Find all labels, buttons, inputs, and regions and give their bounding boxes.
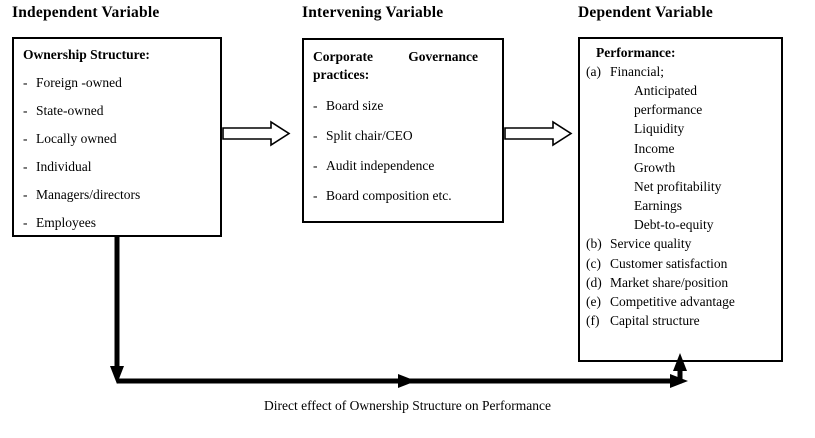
column-title-dependent: Dependent Variable xyxy=(578,4,713,21)
list-item-label: Split chair/CEO xyxy=(326,127,413,143)
intervening-item-list: - Board size - Split chair/CEO - Audit i… xyxy=(313,98,493,204)
group-letter: (e) xyxy=(586,293,601,309)
column-title-independent: Independent Variable xyxy=(12,4,160,21)
list-item: Liquidity xyxy=(634,121,685,137)
bullet-dash: - xyxy=(313,97,318,113)
group-letter: (c) xyxy=(586,255,601,271)
list-item: (c) Customer satisfaction xyxy=(586,254,775,273)
bullet-dash: - xyxy=(23,187,28,202)
list-item: - Managers/directors xyxy=(23,187,211,203)
box-intervening-variable: Corporate Governance practices: - Board … xyxy=(302,38,504,223)
independent-item-list: - Foreign -owned - State-owned - Locally… xyxy=(23,75,211,231)
group-letter: (f) xyxy=(586,313,600,329)
heading-word-corporate: Corporate xyxy=(313,49,373,64)
list-item: - Board composition etc. xyxy=(313,188,493,204)
list-item: - Board size xyxy=(313,98,493,114)
list-item: (b) Service quality xyxy=(586,234,775,253)
list-item: Net profitability xyxy=(634,178,722,194)
group-letter: (d) xyxy=(586,274,602,290)
list-item: performance xyxy=(634,102,703,118)
list-item: (a) Financial; xyxy=(586,62,775,81)
dependent-group-a: (a) Financial; xyxy=(586,62,775,81)
box-independent-heading: Ownership Structure: xyxy=(23,47,150,62)
list-item: - Individual xyxy=(23,159,211,175)
direct-effect-caption: Direct effect of Ownership Structure on … xyxy=(264,398,551,413)
list-item: Income xyxy=(634,140,675,156)
group-label: Capital structure xyxy=(610,313,700,329)
list-item-label: Board composition etc. xyxy=(326,187,452,203)
group-letter: (a) xyxy=(586,64,601,79)
list-item: - Locally owned xyxy=(23,131,211,147)
bullet-dash: - xyxy=(313,187,318,203)
arrow-intervening-to-dependent-icon xyxy=(504,120,573,147)
list-item: Anticipated xyxy=(634,83,697,99)
bullet-dash: - xyxy=(23,103,28,118)
bullet-dash: - xyxy=(23,75,28,90)
list-item: Earnings xyxy=(634,198,682,214)
heading-word-governance: Governance xyxy=(408,49,478,64)
box-independent-variable: Ownership Structure: - Foreign -owned - … xyxy=(12,37,222,237)
group-label: Service quality xyxy=(610,236,692,252)
column-title-intervening: Intervening Variable xyxy=(302,4,444,21)
bullet-dash: - xyxy=(313,127,318,143)
list-item-label: Audit independence xyxy=(326,157,435,173)
bullet-dash: - xyxy=(23,215,28,230)
arrow-independent-to-intervening-icon xyxy=(222,120,291,147)
bullet-dash: - xyxy=(23,131,28,146)
list-item-label: Managers/directors xyxy=(36,187,141,202)
box-dependent-variable: Performance: (a) Financial; Anticipated … xyxy=(578,37,783,362)
financial-metrics-list: Anticipated performance Liquidity Income… xyxy=(586,81,775,234)
list-item-label: State-owned xyxy=(36,103,104,118)
list-item: - Split chair/CEO xyxy=(313,128,493,144)
dependent-groups-b-to-f: (b) Service quality (c) Customer satisfa… xyxy=(586,234,775,330)
bullet-dash: - xyxy=(23,159,28,174)
list-item: Growth xyxy=(634,159,676,175)
list-item: (d) Market share/position xyxy=(586,273,775,292)
heading-word-practices: practices: xyxy=(313,66,370,82)
list-item-label: Board size xyxy=(326,97,384,113)
group-label: Competitive advantage xyxy=(610,293,735,309)
list-item: - Employees xyxy=(23,215,211,231)
list-item: Debt-to-equity xyxy=(634,217,714,233)
list-item: (e) Competitive advantage xyxy=(586,292,775,311)
group-label: Market share/position xyxy=(610,274,729,290)
list-item: - Audit independence xyxy=(313,158,493,174)
list-item-label: Individual xyxy=(36,159,92,174)
list-item: - State-owned xyxy=(23,103,211,119)
box-intervening-heading: Corporate Governance practices: xyxy=(313,48,493,84)
list-item: (f) Capital structure xyxy=(586,311,775,330)
list-item-label: Foreign -owned xyxy=(36,75,122,90)
list-item-label: Locally owned xyxy=(36,131,117,146)
bullet-dash: - xyxy=(313,157,318,173)
box-dependent-heading: Performance: xyxy=(596,45,676,60)
group-label: Customer satisfaction xyxy=(610,255,728,271)
list-item-label: Employees xyxy=(36,215,96,230)
list-item: - Foreign -owned xyxy=(23,75,211,91)
group-label: Financial; xyxy=(610,64,664,79)
group-letter: (b) xyxy=(586,236,602,252)
